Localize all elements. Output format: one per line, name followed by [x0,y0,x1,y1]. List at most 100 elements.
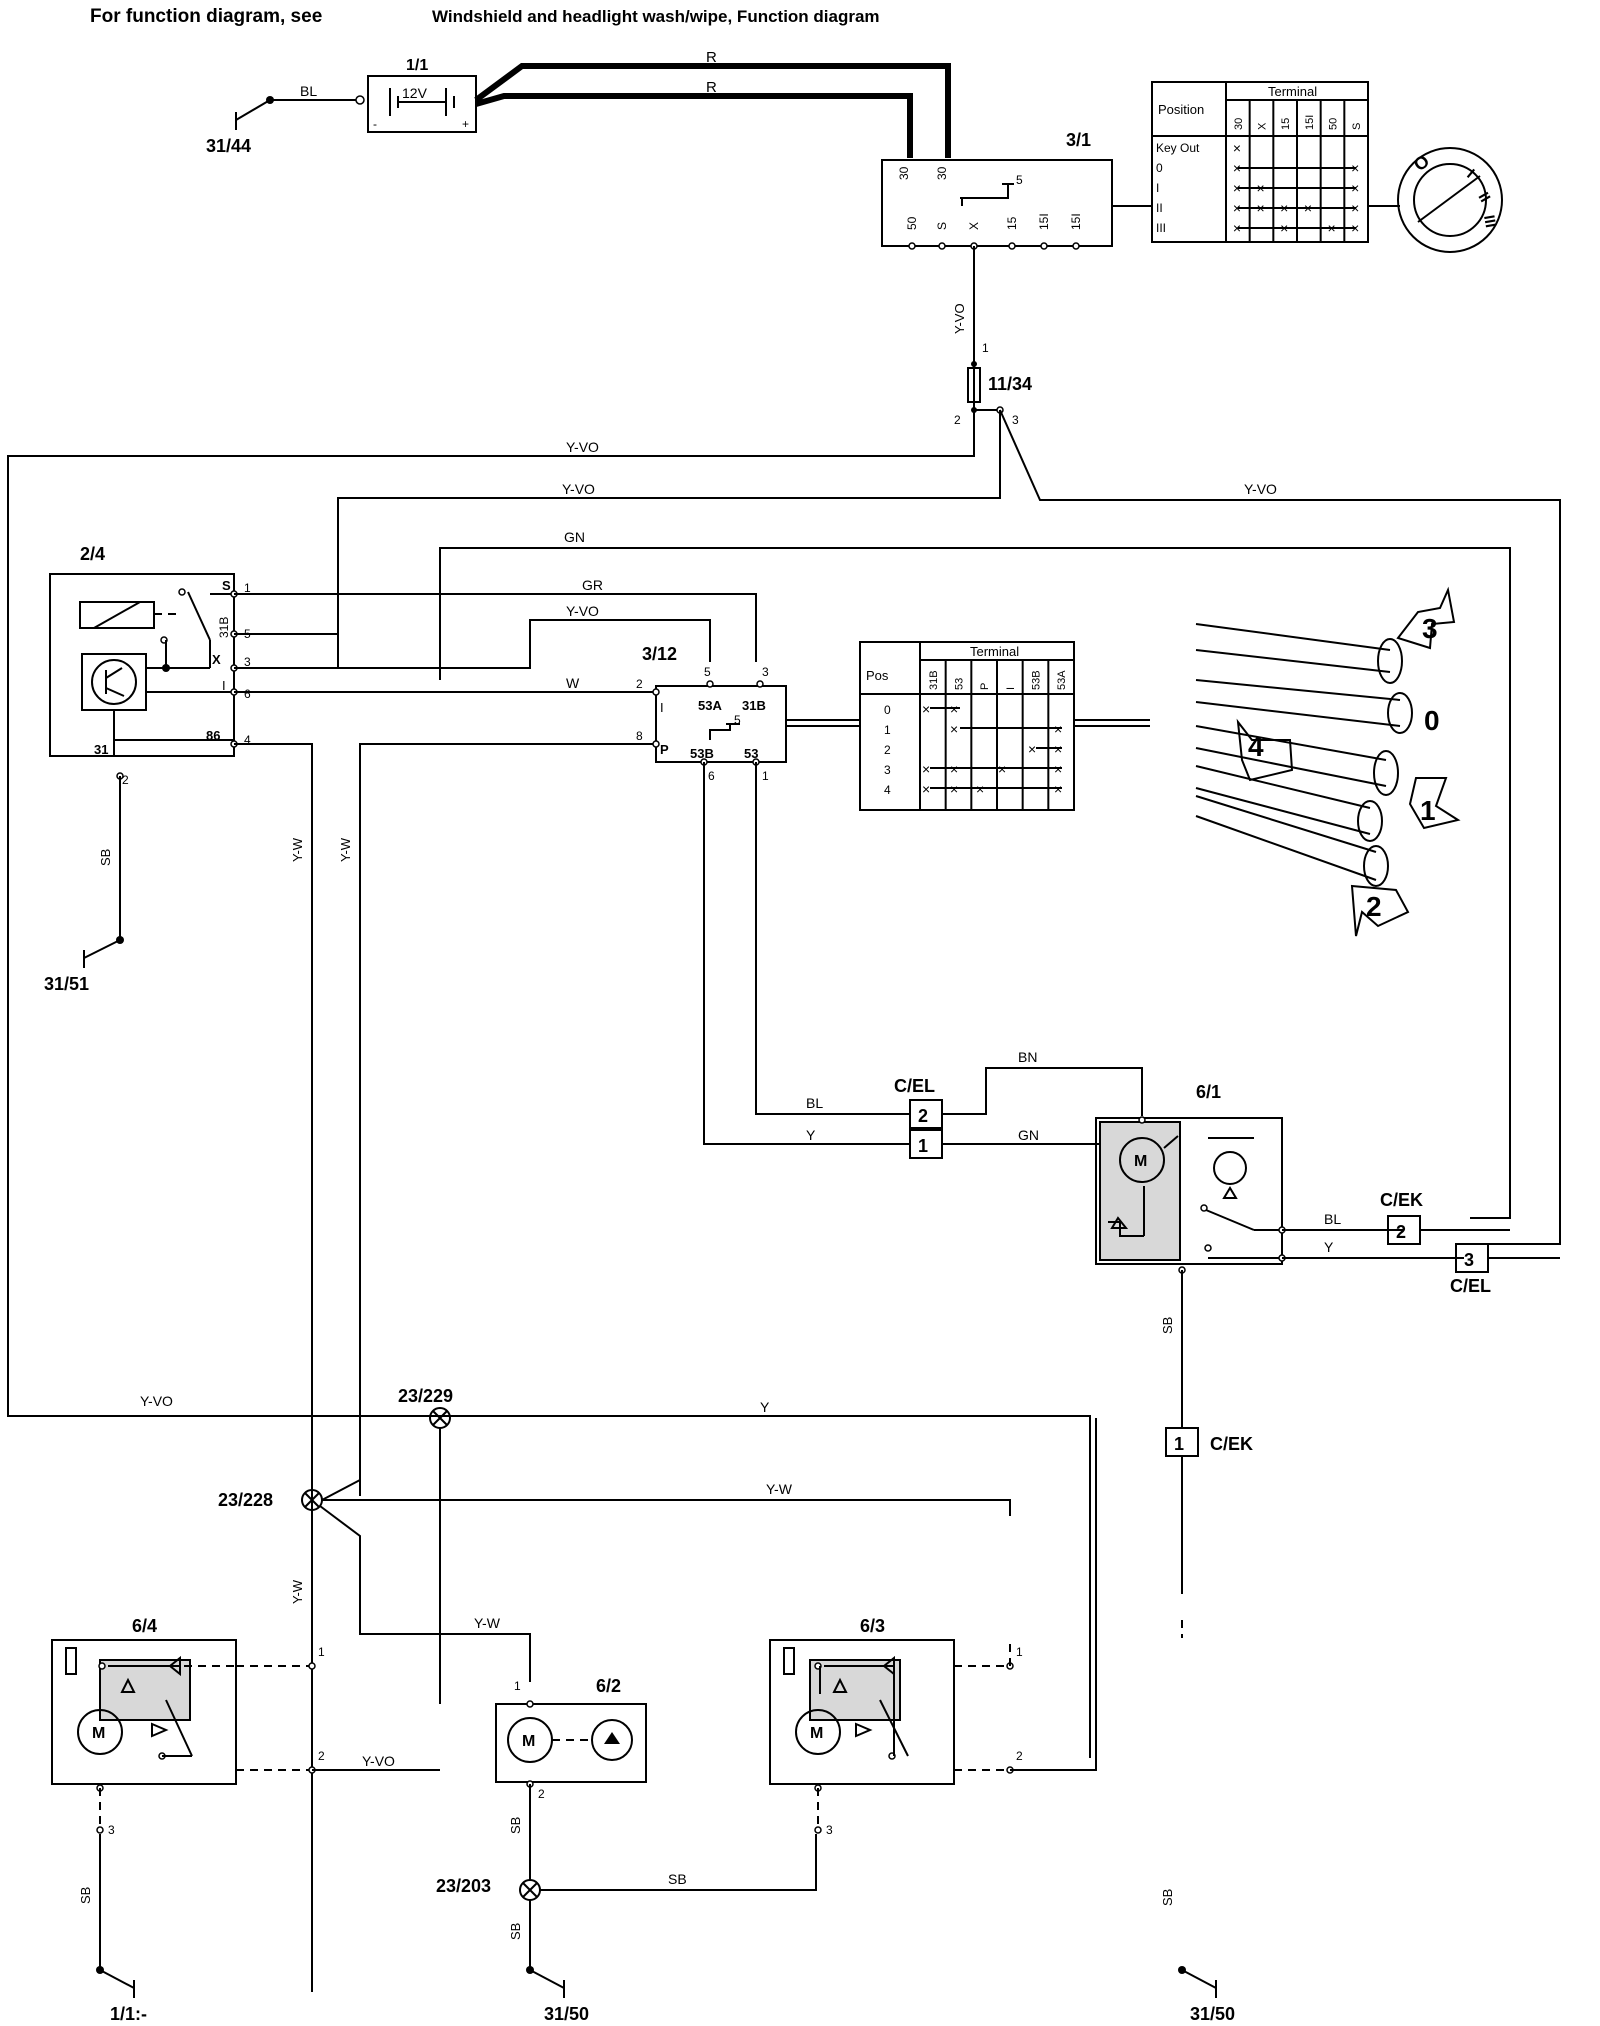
switch-pin-53b: 53B [690,746,714,761]
svg-text:×: × [1054,781,1062,797]
svg-text:×: × [950,761,958,777]
headlight-motor-6-4: 6/4 M [51,1616,237,1792]
wiper-motor-6-1: 6/1 M [1095,1082,1286,1274]
wire-label-yw-5: Y-W [290,1579,305,1604]
wiper-table-pos-header: Pos [866,668,889,683]
stalk-pos-3: 3 [1422,613,1438,644]
wiper-switch-3-12: 3/12 53A 31B I P 53B 53 5 5 3 2 8 6 1 [636,644,860,783]
wire-label-gn-1: GN [564,529,585,545]
ign-row-4: III [1156,221,1166,235]
ign-pin-s: S [935,222,949,230]
header-reference: Windshield and headlight wash/wipe, Func… [432,7,880,26]
ign-pin-inner: 5 [1016,173,1023,187]
pump-pin-2: 2 [538,1787,545,1801]
svg-text:×: × [950,781,958,797]
svg-text:×: × [1054,741,1062,757]
ign-col-3: 15I [1304,115,1316,130]
wire-label-bl-3: BL [1324,1211,1341,1227]
wire-label-yvo-fuse-in: Y-VO [952,303,967,334]
ign-mark-3-3: × [1304,200,1312,216]
relay-2-4: 2/4 S 31B X I 31 86 1 5 3 6 [49,544,251,787]
m63-pin-2: 2 [1016,1749,1023,1763]
wire-label-yvo-5: Y-VO [566,603,599,619]
conn-cel-pin-1: 1 [918,1136,928,1156]
conn-cek-pin-2: 2 [1396,1222,1406,1242]
ign-col-0: 30 [1233,118,1245,130]
m64-pin-2: 2 [318,1749,325,1763]
svg-text:×: × [950,721,958,737]
conn-cel3-pin-3: 3 [1464,1250,1474,1270]
ignition-key-icon: O I II III [1368,147,1503,253]
ign-mark-3-1: × [1257,200,1265,216]
ign-pin-30b: 30 [935,166,949,180]
wire-label-sb-5: SB [668,1871,687,1887]
wire-label-sb-7: SB [508,1923,523,1940]
ign-pin-50: 50 [905,216,919,230]
wire-label-y-2: Y [1324,1239,1334,1255]
ign-col-5: S [1351,123,1363,130]
wire-label-yvo-1: Y-VO [566,439,599,455]
ign-pin-30a: 30 [897,166,911,180]
conn-cek1-pin: 1 [1174,1434,1184,1454]
svg-text:×: × [976,781,984,797]
wire-label-yvo-2: Y-VO [562,481,595,497]
switch-pin-53a: 53A [698,698,722,713]
wire-label-gr: GR [582,577,603,593]
ign-mark-4-2: × [1280,220,1288,236]
wiper-motor-symbol: M [1134,1153,1147,1170]
svg-text:II: II [1475,190,1494,206]
switch-pin-p: P [660,742,669,757]
ign-mark-1-0: × [1233,160,1241,176]
relay-pin-31b: 31B [217,617,231,638]
splice-23-229: 23/229 [398,1386,453,1429]
wiper-switch-label: 3/12 [642,644,677,664]
svg-text:×: × [1028,741,1036,757]
stalk-pos-0: 0 [1424,705,1440,736]
ign-mark-3-0: × [1233,200,1241,216]
wire-label-gn-2: GN [1018,1127,1039,1143]
motor-64-symbol: M [92,1725,105,1742]
ign-mark-4-0: × [1233,220,1241,236]
wire-label-sb-2: SB [1160,1317,1175,1334]
wire-label-y-3: Y [760,1399,770,1415]
relay-num-2: 2 [122,773,129,787]
switch-num-3: 3 [762,665,769,679]
stalk-pos-4: 4 [1248,731,1264,762]
fuse-pin-1: 1 [982,341,989,355]
svg-text:×: × [922,761,930,777]
wiper-col-0: 31B [928,670,940,690]
m63-pin-1: 1 [1016,1645,1023,1659]
motor-63-symbol: M [810,1725,823,1742]
wiper-row-0: 0 [884,703,891,717]
ign-row-2: I [1156,181,1159,195]
ign-table-terminal-header: Terminal [1268,84,1317,99]
m64-pin-1: 1 [318,1645,325,1659]
splice-229-label: 23/229 [398,1386,453,1406]
wire-label-sb-3: SB [78,1887,93,1904]
ign-switch-label: 3/1 [1066,130,1091,150]
battery-label: 1/1 [406,57,428,74]
ign-col-1: X [1257,122,1269,130]
stalk-pos-1: 1 [1420,795,1436,826]
wire-label-yvo-6: Y-VO [362,1753,395,1769]
wire-label-bn: BN [1018,1049,1037,1065]
relay-label: 2/4 [80,544,105,564]
relay-pin-x: X [212,652,221,667]
battery-minus: - [373,117,377,131]
ign-pin-x: X [967,222,981,230]
ign-mark-4-4: × [1328,220,1336,236]
wiper-col-5: 53A [1056,670,1068,690]
headlight-motor-6-3: 6/3 M [769,1616,955,1792]
relay-pin-86: 86 [206,728,220,743]
wire-label-yvo-3: Y-VO [1244,481,1277,497]
wiper-col-3: I [1005,687,1017,690]
ign-mark-4-5: × [1351,220,1359,236]
svg-text:×: × [950,701,958,717]
switch-pin-inner: 5 [734,713,741,727]
switch-pin-i: I [660,700,664,715]
wire-label-sb-4: SB [508,1817,523,1834]
wiper-table-marks: ×× × × ×× ×× ×× ×× ×× [922,701,1062,797]
